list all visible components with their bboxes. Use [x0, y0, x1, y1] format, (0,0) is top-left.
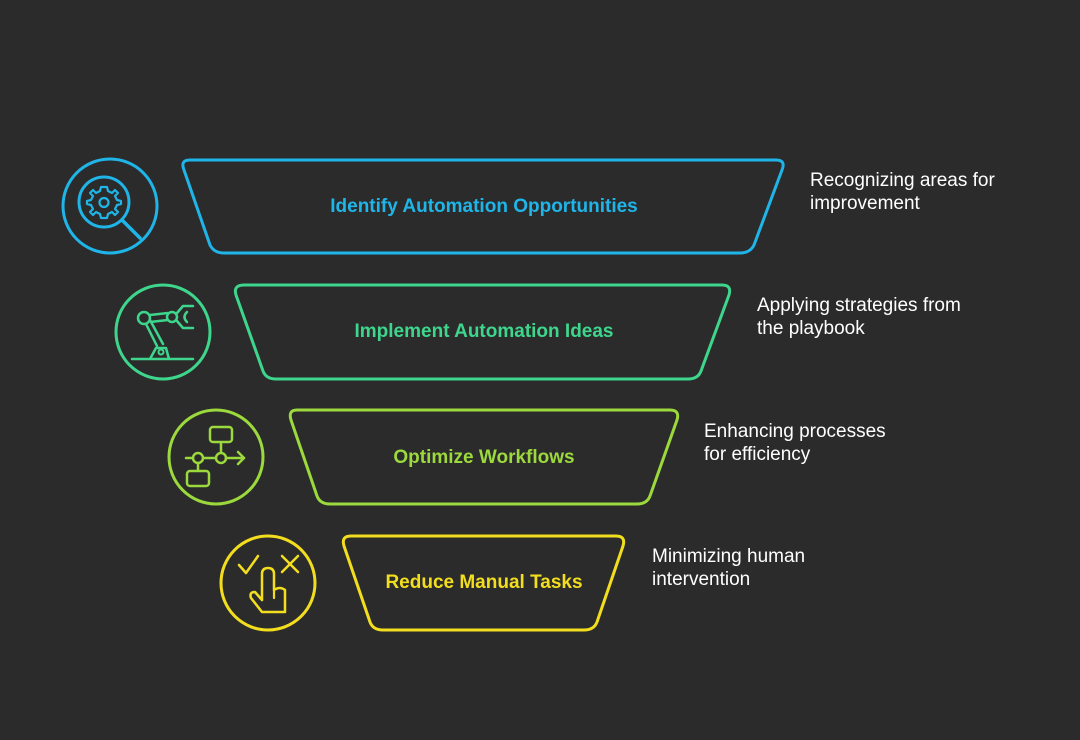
- stage-1-title: Identify Automation Opportunities: [330, 196, 638, 217]
- stage-3-description-line-1: Enhancing processes: [704, 421, 886, 442]
- stage-2: [114, 283, 732, 381]
- funnel-segment-1: [181, 158, 785, 255]
- stage-1: [61, 157, 785, 255]
- stage-3-title: Optimize Workflows: [393, 447, 575, 468]
- funnel-segment-3: [288, 408, 680, 506]
- robotic-arm-icon: [114, 283, 212, 381]
- stage-4-title: Reduce Manual Tasks: [385, 572, 583, 593]
- stage-1-description-line-1: Recognizing areas for: [810, 170, 995, 191]
- workflow-diagram-icon: [167, 408, 265, 506]
- funnel-segment-4: [341, 534, 626, 632]
- stage-4: [219, 534, 626, 632]
- stage-3: [167, 408, 680, 506]
- stage-2-title: Implement Automation Ideas: [354, 321, 614, 342]
- stage-4-description-line-2: intervention: [652, 569, 751, 590]
- stage-1-description: Recognizing areas for improvement: [810, 169, 995, 215]
- stage-2-description-line-1: Applying strategies from: [757, 295, 961, 316]
- stage-3-description: Enhancing processes for efficiency: [704, 420, 886, 466]
- gear-magnifier-icon: [61, 157, 159, 255]
- stage-4-description: Minimizing human intervention: [652, 545, 805, 591]
- stage-2-description: Applying strategies from the playbook: [757, 294, 961, 340]
- stage-2-description-line-2: the playbook: [757, 318, 865, 339]
- stage-3-description-line-2: for efficiency: [704, 444, 811, 465]
- hand-check-cross-icon: [219, 534, 317, 632]
- stage-1-description-line-2: improvement: [810, 193, 920, 214]
- stage-4-description-line-1: Minimizing human: [652, 546, 806, 567]
- funnel-segment-2: [233, 283, 732, 381]
